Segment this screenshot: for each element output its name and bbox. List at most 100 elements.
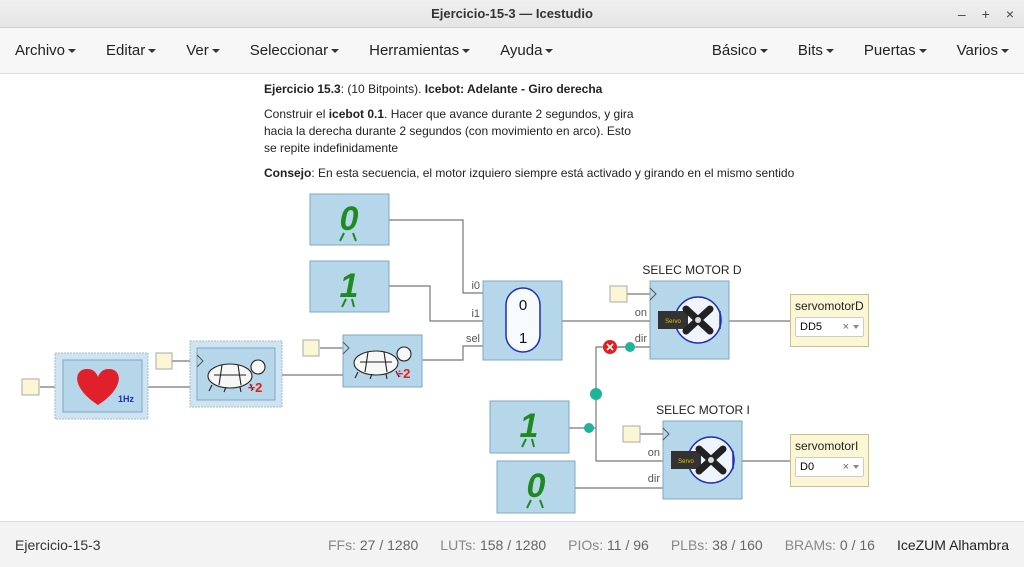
info-block: Ejercicio 15.3: (10 Bitpoints). Icebot: … [264,81,824,190]
motor-d-title: SELEC MOTOR D [642,263,741,277]
motor-d-dir-label: dir [635,333,648,345]
constant-value: 0 [340,200,359,238]
constant-zero-bottom[interactable]: 0 [496,460,576,514]
output-servomotor-i[interactable]: servomotorI D0 × [790,434,869,487]
clock-frequency: 1Hz [118,394,135,404]
menubar: Archivo Editar Ver Seleccionar Herramien… [0,28,1024,74]
motor-i-block[interactable]: SELEC MOTOR I on dir Servo [648,403,750,500]
caret-down-icon [1001,49,1009,54]
mux-value-0: 0 [519,297,527,314]
mux-input-i0: i0 [471,280,480,292]
caret-down-icon [331,49,340,54]
status-board[interactable]: IceZUM Alhambra [896,536,1009,553]
maximize-icon[interactable]: + [981,6,990,22]
pin-value: D0 [800,461,815,473]
input-port-clock[interactable] [21,378,40,396]
servo-text: Servo [665,319,681,325]
status-ffs: FFs: 27 / 1280 [328,536,419,553]
motor-d-block[interactable]: SELEC MOTOR D on dir Servo [635,263,742,360]
wire-junction [590,388,602,400]
minimize-icon[interactable]: – [957,6,966,22]
output-name: servomotorI [795,439,859,453]
menu-bits[interactable]: Bits [783,42,849,59]
status-luts: LUTs: 158 / 1280 [440,536,547,553]
design-canvas[interactable]: Ejercicio 15.3: (10 Bitpoints). Icebot: … [0,75,1024,521]
divider-block-2[interactable]: ÷2 [342,334,423,388]
clock-heart-block[interactable]: 1Hz [54,352,149,420]
input-port-motor-d[interactable] [609,285,628,303]
caret-down-icon [68,49,77,54]
wire-junction [625,342,635,352]
status-brams: BRAMs: 0 / 16 [784,536,875,553]
legs-icon [521,438,535,448]
turtle-icon [207,359,266,393]
menu-basico[interactable]: Básico [697,42,783,59]
constant-zero-top[interactable]: 0 [309,193,390,246]
clock-input-icon [342,341,350,355]
pin-select[interactable]: DD5 × [795,317,864,337]
constant-one-top[interactable]: 1 [309,260,390,313]
menu-editar[interactable]: Editar [91,42,171,59]
wire-junction [584,423,594,433]
pin-select[interactable]: D0 × [795,457,864,477]
info-hint: Consejo: En esta secuencia, el motor izq… [264,166,795,180]
constant-one-bottom[interactable]: 1 [489,400,570,454]
status-plbs: PLBs: 38 / 160 [670,536,763,553]
circuit-diagram[interactable]: 0 1 1Hz ÷2 [0,75,1024,521]
constant-value: 0 [527,467,546,505]
menu-ayuda[interactable]: Ayuda [485,42,568,59]
clear-icon[interactable]: × [842,461,849,473]
motor-i-on-label: on [648,447,660,459]
menu-herramientas[interactable]: Herramientas [354,42,485,59]
turtle-icon [353,346,412,380]
menu-varios[interactable]: Varios [942,42,1024,59]
divider-label: ÷2 [248,380,262,395]
pin-value: DD5 [800,321,823,333]
divider-label: ÷2 [396,366,410,381]
caret-down-icon [918,49,927,54]
servo-icon: Servo [671,436,735,484]
status-filename: Ejercicio-15-3 [15,536,101,553]
info-title: Ejercicio 15.3: (10 Bitpoints). Icebot: … [264,82,603,96]
menu-archivo[interactable]: Archivo [0,42,91,59]
menu-seleccionar[interactable]: Seleccionar [235,42,354,59]
servo-icon: Servo [658,296,722,344]
mux-value-1: 1 [519,330,527,347]
servo-text: Servo [678,459,694,465]
caret-down-icon [462,49,471,54]
menu-ver[interactable]: Ver [171,42,235,59]
heart-icon [77,368,119,405]
input-port-div1[interactable] [155,352,173,370]
clock-input-icon [196,354,204,368]
motor-i-dir-label: dir [648,473,661,485]
input-port-div2[interactable] [302,339,320,357]
mux-symbol [505,287,541,353]
mux-input-i1: i1 [471,308,480,320]
status-pios: PIOs: 11 / 96 [568,536,649,553]
menu-puertas[interactable]: Puertas [849,42,942,59]
legs-icon [526,499,544,509]
wire-error-icon[interactable] [603,340,617,354]
caret-down-icon [759,49,768,54]
legs-icon [341,298,355,308]
constant-value: 1 [340,267,359,305]
output-servomotor-d[interactable]: servomotorD DD5 × [790,294,869,347]
clock-input-icon [662,427,670,441]
chevron-down-icon[interactable] [853,465,859,469]
close-icon[interactable]: × [1005,6,1014,22]
clear-icon[interactable]: × [842,321,849,333]
window-titlebar: Ejercicio-15-3 — Icestudio – + × [0,0,1024,28]
legs-icon [339,232,357,242]
mux-input-sel: sel [466,333,480,345]
caret-down-icon [545,49,554,54]
motor-i-title: SELEC MOTOR I [656,403,750,417]
multiplexer-block[interactable]: i0 i1 sel 0 1 [466,280,563,361]
info-description: Construir el icebot 0.1. Hacer que avanc… [264,107,634,155]
input-port-motor-i[interactable] [622,425,641,443]
motor-d-on-label: on [635,307,647,319]
constant-value: 1 [520,407,539,445]
divider-block-1[interactable]: ÷2 [189,340,283,408]
statusbar: Ejercicio-15-3 FFs: 27 / 1280 LUTs: 158 … [0,521,1024,567]
chevron-down-icon[interactable] [853,325,859,329]
clock-input-icon [649,287,657,301]
